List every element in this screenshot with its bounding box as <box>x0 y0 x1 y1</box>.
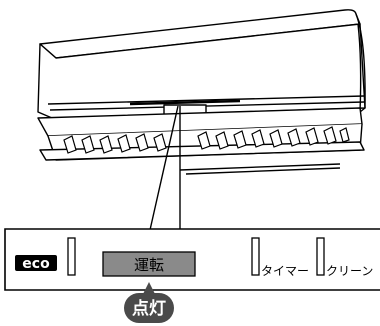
lit-callout: 点灯 <box>124 282 174 323</box>
unit-lower-flap <box>39 141 365 161</box>
eco-logo: eco <box>15 255 57 272</box>
lit-callout-label: 点灯 <box>132 298 166 319</box>
run-lamp-label: 運転 <box>134 256 164 274</box>
clean-lamp-label: クリーン <box>326 264 373 278</box>
timer-lamp <box>251 237 260 276</box>
unit-right-side <box>355 13 366 113</box>
zoom-leader-lines <box>149 105 181 231</box>
timer-lamp-label: タイマー <box>261 264 309 278</box>
eco-logo-text: eco <box>22 256 50 272</box>
unit-vent-blades <box>63 126 350 154</box>
clean-lamp <box>316 237 325 276</box>
run-lamp <box>102 251 196 277</box>
eco-lamp <box>67 237 76 276</box>
